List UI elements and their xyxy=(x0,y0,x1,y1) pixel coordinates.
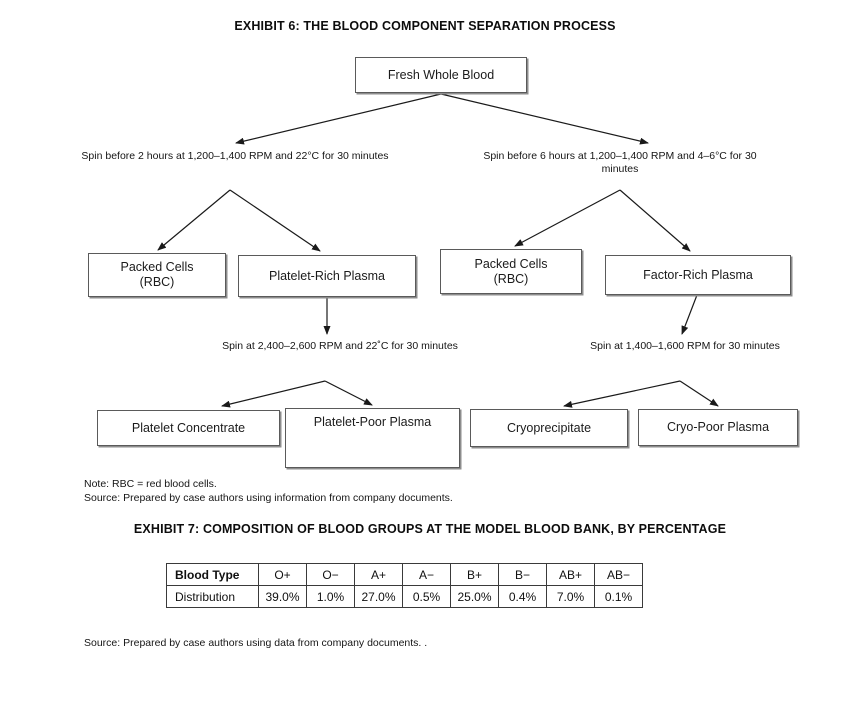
table-cell: 25.0% xyxy=(450,585,499,608)
arrow-right-to-packed xyxy=(514,189,621,247)
table-cell: 0.4% xyxy=(498,585,547,608)
label-left-spin-conditions: Spin before 2 hours at 1,200–1,400 RPM a… xyxy=(81,150,389,162)
arrow-left-to-packed xyxy=(157,189,231,251)
blood-group-distribution-table: Blood Type O+ O− A+ A− B+ B− AB+ AB− Dis… xyxy=(166,563,643,608)
table-cell: 27.0% xyxy=(354,585,403,608)
arrow-right-to-frp xyxy=(619,189,691,252)
label-right-spin-conditions: Spin before 6 hours at 1,200–1,400 RPM a… xyxy=(483,150,757,175)
table-header-cell: B+ xyxy=(450,563,499,586)
node-cryo-poor-plasma: Cryo-Poor Plasma xyxy=(638,409,798,446)
table-header-cell: O− xyxy=(306,563,355,586)
table-header-blood-type: Blood Type xyxy=(166,563,259,586)
node-packed-cells-left: Packed Cells (RBC) xyxy=(88,253,226,297)
table-cell: 0.1% xyxy=(594,585,643,608)
table-cell: 39.0% xyxy=(258,585,307,608)
table-header-row: Blood Type O+ O− A+ A− B+ B− AB+ AB− xyxy=(166,563,643,586)
node-platelet-rich-plasma: Platelet-Rich Plasma xyxy=(238,255,416,297)
arrow-fresh-to-left xyxy=(235,93,442,145)
arrow-fresh-to-right xyxy=(440,93,649,145)
table-header-cell: A+ xyxy=(354,563,403,586)
arrow-midspin-to-concentrate xyxy=(221,380,326,408)
exhibit-7-source-line: Source: Prepared by case authors using d… xyxy=(84,637,428,649)
label-mid-spin-conditions: Spin at 2,400–2,600 RPM and 22˚C for 30 … xyxy=(222,340,458,352)
table-header-cell: AB+ xyxy=(546,563,595,586)
node-packed-cells-right: Packed Cells (RBC) xyxy=(440,249,582,294)
exhibit-6-note-line: Note: RBC = red blood cells. xyxy=(84,478,217,490)
table-cell: 0.5% xyxy=(402,585,451,608)
label-right-spin2-conditions: Spin at 1,400–1,600 RPM for 30 minutes xyxy=(590,340,780,352)
node-platelet-concentrate: Platelet Concentrate xyxy=(97,410,280,446)
table-row-label-distribution: Distribution xyxy=(166,585,259,608)
node-fresh-whole-blood: Fresh Whole Blood xyxy=(355,57,527,93)
table-cell: 7.0% xyxy=(546,585,595,608)
process-flow-arrows xyxy=(157,93,719,408)
node-factor-rich-plasma: Factor-Rich Plasma xyxy=(605,255,791,295)
node-platelet-poor-plasma: Platelet-Poor Plasma xyxy=(285,408,460,468)
exhibit-6-notes: Note: RBC = red blood cells. Source: Pre… xyxy=(84,478,453,505)
table-row: Distribution 39.0% 1.0% 27.0% 0.5% 25.0%… xyxy=(166,585,643,608)
arrow-frp-to-rightspin xyxy=(681,294,698,335)
arrow-rightspin-to-cryo xyxy=(563,380,681,408)
node-cryoprecipitate: Cryoprecipitate xyxy=(470,409,628,447)
table-header-cell: A− xyxy=(402,563,451,586)
exhibit-6-source-line: Source: Prepared by case authors using i… xyxy=(84,491,453,504)
table-header-cell: O+ xyxy=(258,563,307,586)
exhibit-6-title: EXHIBIT 6: THE BLOOD COMPONENT SEPARATIO… xyxy=(234,19,616,33)
table-header-cell: B− xyxy=(498,563,547,586)
arrow-midspin-to-ppp xyxy=(324,380,373,406)
arrow-left-to-prp xyxy=(229,189,321,252)
table-cell: 1.0% xyxy=(306,585,355,608)
table-header-cell: AB− xyxy=(594,563,643,586)
exhibit-7-title: EXHIBIT 7: COMPOSITION OF BLOOD GROUPS A… xyxy=(133,522,727,536)
arrow-rightspin-to-cryopoor xyxy=(679,380,719,407)
